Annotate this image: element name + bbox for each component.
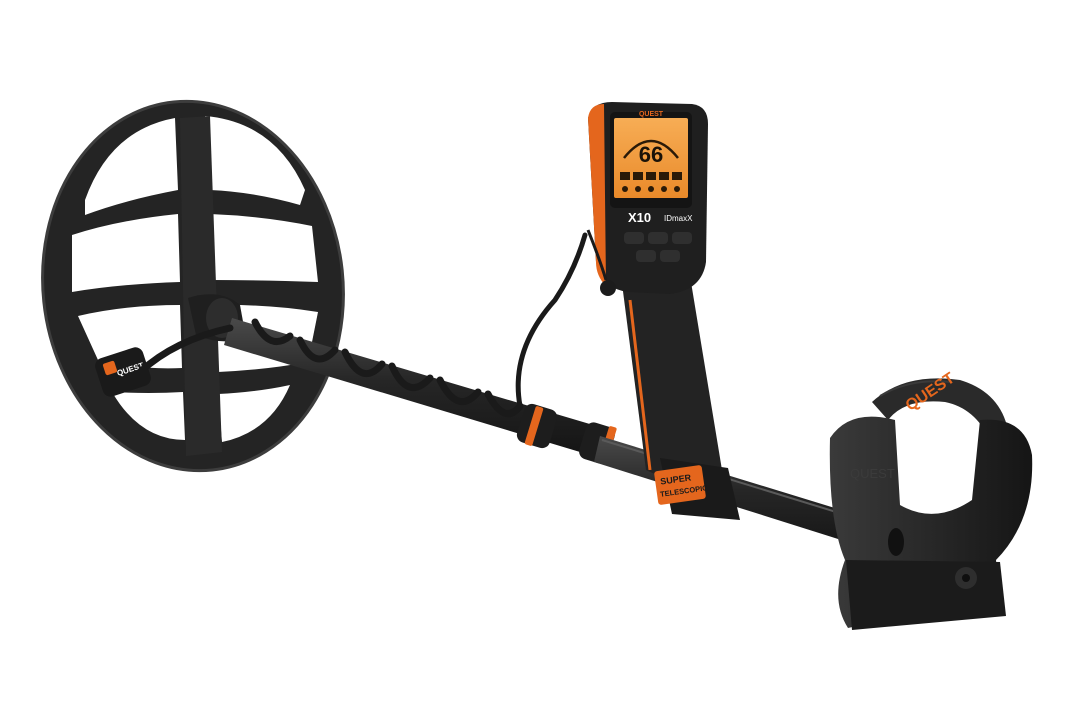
coil-brand-mark-icon <box>102 360 118 376</box>
telescopic-badge <box>654 465 706 505</box>
headphone-jack-cap <box>586 229 616 296</box>
indicator-icon <box>622 186 628 192</box>
shaft-label-line1: SUPER <box>660 472 693 486</box>
handle: SUPER TELESCOPIC <box>620 266 740 520</box>
control-button[interactable] <box>660 250 680 262</box>
mode-icon <box>672 172 682 180</box>
lcd-display <box>614 118 688 198</box>
control-button[interactable] <box>672 232 692 244</box>
grip-accent <box>628 299 652 471</box>
lcd-icon-row <box>620 172 682 180</box>
shaft-end-cap <box>888 528 904 556</box>
lock-ring-accent <box>524 406 544 446</box>
control-button[interactable] <box>624 232 644 244</box>
armrest-cuff-label: QUEST <box>850 466 895 481</box>
indicator-icon <box>635 186 641 192</box>
control-buttons <box>624 232 692 262</box>
lcd-icon-row-2 <box>622 186 680 192</box>
indicator-icon <box>648 186 654 192</box>
brand-label: QUEST <box>639 111 664 118</box>
control-button[interactable] <box>636 250 656 262</box>
armrest: QUEST QUEST <box>829 370 1033 630</box>
indicator-icon <box>674 186 680 192</box>
mode-icon <box>620 172 630 180</box>
mode-icon <box>659 172 669 180</box>
control-box: QUEST 66 X10 IDmaxX <box>588 102 708 294</box>
mode-icon <box>633 172 643 180</box>
coil-cable <box>136 232 588 418</box>
control-button[interactable] <box>648 232 668 244</box>
indicator-icon <box>661 186 667 192</box>
armrest-screw-icon <box>962 574 970 582</box>
model-label: X10 <box>628 210 651 225</box>
search-coil: QUEST <box>41 99 345 473</box>
mode-icon <box>646 172 656 180</box>
control-box-orange-edge <box>588 104 606 286</box>
technology-label: IDmaxX <box>664 214 693 223</box>
target-id-readout: 66 <box>639 142 663 167</box>
depth-arc <box>623 139 679 159</box>
